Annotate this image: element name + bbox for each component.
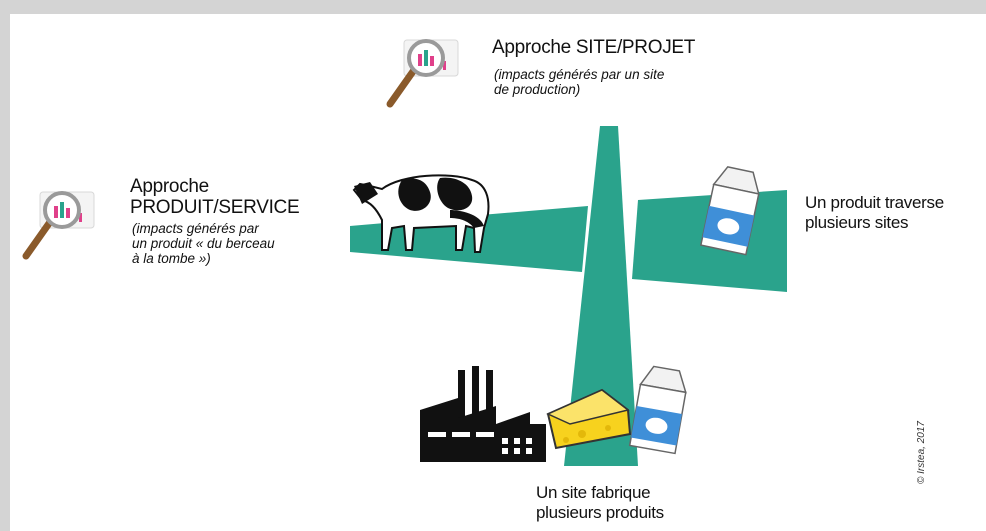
site-approach-subtitle-1: (impacts générés par un site — [494, 67, 665, 82]
right-label-1: Un produit traverse — [805, 193, 944, 212]
product-approach-title-1: Approche — [130, 176, 209, 197]
magnifier-chart-icon — [22, 191, 95, 260]
milk-carton-icon — [699, 166, 760, 256]
bottom-label-1: Un site fabrique — [536, 483, 651, 502]
site-approach-subtitle-2: de production) — [494, 82, 581, 97]
bottom-label-2: plusieurs produits — [536, 503, 664, 522]
product-approach-subtitle-1: (impacts générés par — [132, 221, 259, 236]
copyright-text: © Irstea, 2017 — [916, 421, 927, 484]
milk-carton-icon — [628, 365, 687, 455]
right-label-2: plusieurs sites — [805, 213, 909, 232]
diagram-panel: Approche SITE/PROJET (impacts générés pa… — [10, 14, 986, 531]
site-approach-title: Approche SITE/PROJET — [492, 37, 696, 58]
product-approach-title-2: PRODUIT/SERVICE — [130, 197, 300, 218]
product-approach-subtitle-2: un produit « du berceau — [132, 236, 275, 251]
magnifier-chart-icon — [386, 39, 459, 108]
product-approach-subtitle-3: à la tombe ») — [132, 251, 211, 266]
cow-icon — [352, 174, 490, 253]
site-band-vertical — [564, 126, 638, 466]
factory-icon — [420, 366, 546, 462]
cheese-icon — [546, 388, 632, 450]
diagram-canvas — [22, 39, 787, 466]
